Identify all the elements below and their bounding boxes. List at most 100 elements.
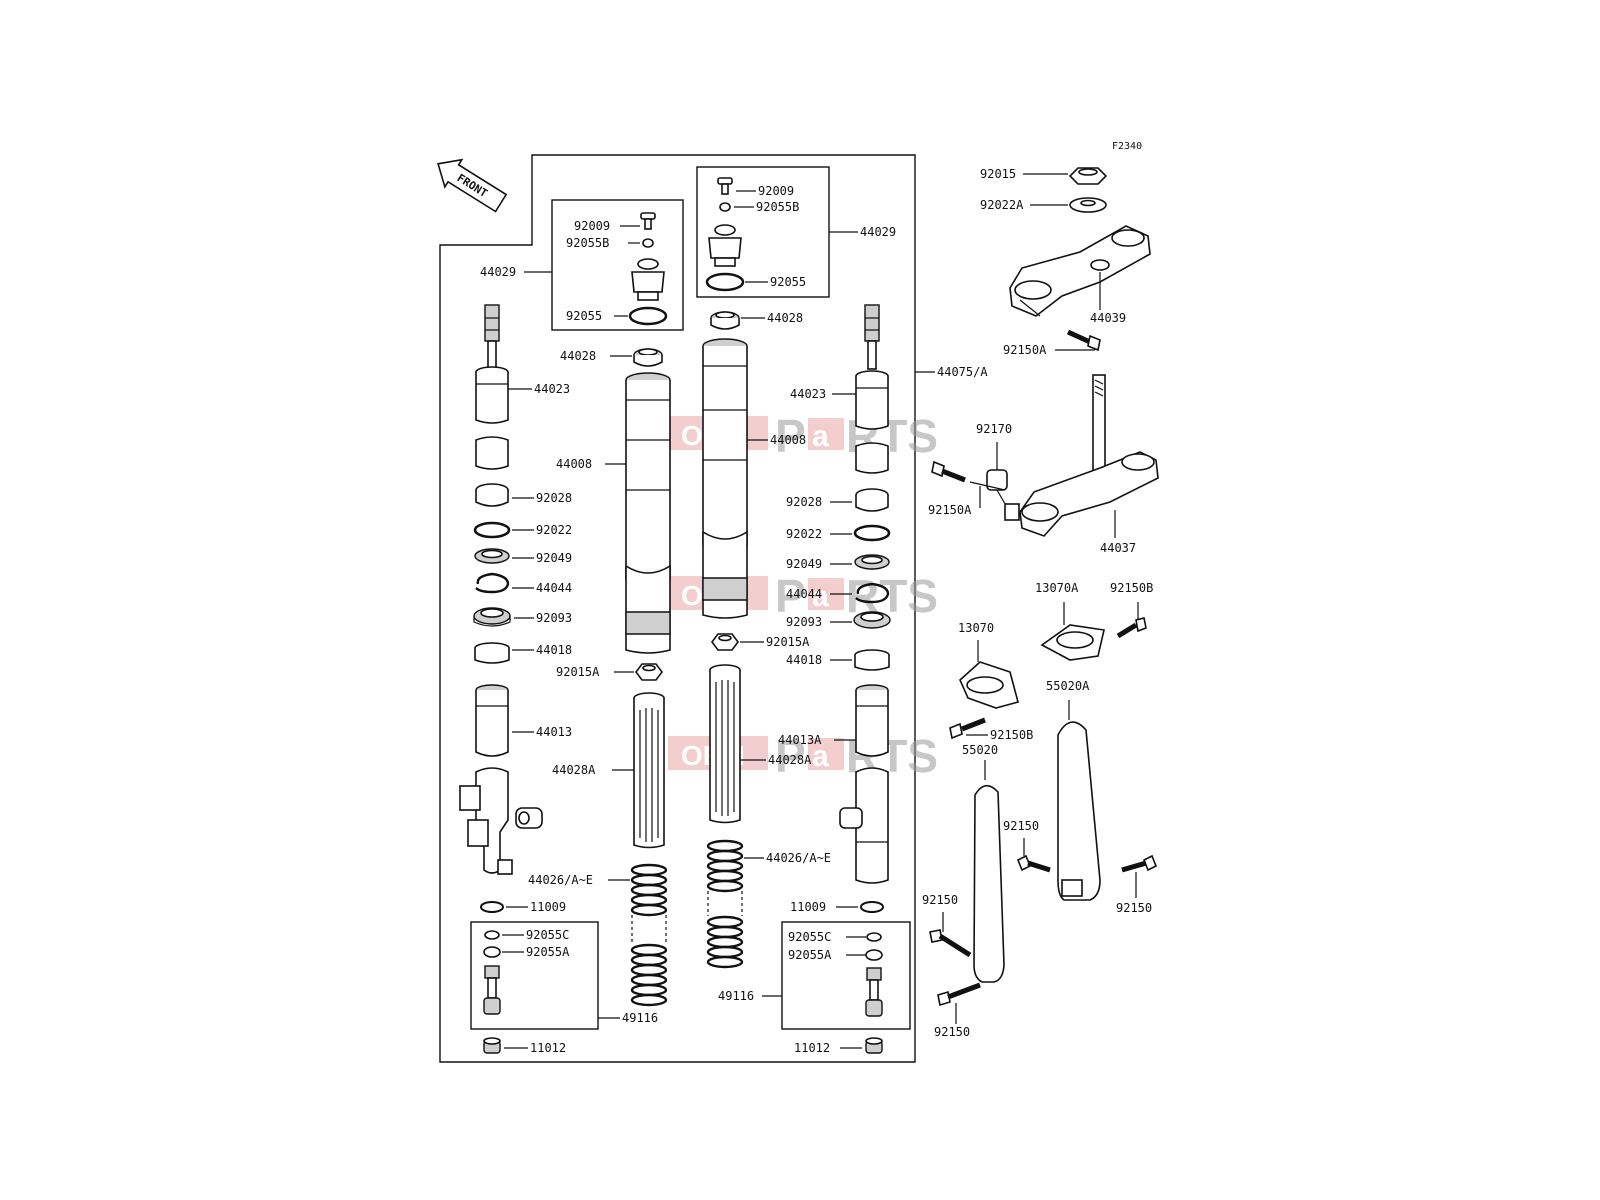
spring-right-part[interactable] (706, 839, 744, 969)
inner-tube-right-part[interactable] (702, 338, 748, 619)
label-44075A: 44075/A (937, 365, 988, 379)
nut-part[interactable] (711, 633, 739, 651)
diagram-code: F2340 (1112, 141, 1142, 152)
o-ring-part[interactable] (484, 930, 500, 940)
valve-part[interactable] (865, 967, 883, 1017)
label-11009-right: 11009 (790, 900, 826, 914)
damper-rod-right-part[interactable] (709, 664, 741, 824)
label-49116-right: 49116 (718, 989, 754, 1003)
label-44029-left: 44029 (480, 265, 516, 279)
bushing-part[interactable] (710, 311, 740, 330)
fork-cap-part[interactable] (708, 224, 742, 267)
bolt-part[interactable] (1016, 854, 1051, 873)
label-11009-left: 11009 (530, 900, 566, 914)
label-55020A: 55020A (1046, 679, 1090, 693)
o-ring-part[interactable] (866, 932, 882, 942)
label-92150B-mid: 92150B (990, 728, 1033, 742)
label-44013A: 44013A (778, 733, 822, 747)
label-44028-left: 44028 (560, 349, 596, 363)
bolt-part[interactable] (931, 460, 966, 483)
guide-bracket-part[interactable] (1040, 624, 1105, 661)
label-13070: 13070 (958, 621, 994, 635)
label-44023-left: 44023 (534, 382, 570, 396)
bolt-part[interactable] (865, 1037, 883, 1054)
spring-left-part[interactable] (630, 863, 668, 1007)
label-92055B-left: 92055B (566, 236, 609, 250)
washer-part[interactable] (480, 901, 504, 913)
fork-guard-part[interactable] (973, 784, 1005, 983)
bolt-part[interactable] (1066, 329, 1101, 352)
outer-tube-top-right-part[interactable] (855, 304, 889, 474)
o-ring-part[interactable] (628, 306, 668, 326)
fork-guard-part[interactable] (1057, 721, 1101, 901)
washer-part[interactable] (473, 521, 511, 539)
outer-tube-right-part[interactable] (839, 684, 889, 884)
cable-clamp-part[interactable] (986, 469, 1020, 521)
outer-tube-section-left (475, 436, 509, 470)
upper-triple-clamp-part[interactable] (1009, 225, 1151, 317)
bushing-part[interactable] (855, 488, 889, 512)
svg-text:a: a (812, 580, 829, 613)
cap-kit-box-left (551, 199, 684, 331)
label-92093-left: 92093 (536, 611, 572, 625)
label-44039: 44039 (1090, 311, 1126, 325)
nut-part[interactable] (635, 663, 663, 681)
dust-seal-part[interactable] (853, 611, 891, 629)
o-ring-part[interactable] (705, 272, 745, 292)
label-92028-left: 92028 (536, 491, 572, 505)
label-44008-right: 44008 (770, 433, 806, 447)
circlip-part[interactable] (855, 582, 890, 604)
lower-triple-clamp-part[interactable] (1019, 374, 1159, 537)
washer-part[interactable] (853, 524, 891, 542)
outer-tube-top-left-part[interactable] (475, 304, 509, 424)
label-92150-4: 92150 (934, 1025, 970, 1039)
seal-part[interactable] (854, 554, 890, 570)
guide-bushing-part[interactable] (474, 642, 510, 664)
bolt-part[interactable] (949, 717, 986, 740)
label-11012-right: 11012 (794, 1041, 830, 1055)
bolt-part[interactable] (1121, 854, 1158, 873)
washer-part[interactable] (860, 901, 884, 913)
screw-part[interactable] (640, 212, 656, 230)
label-92150A-top: 92150A (1003, 343, 1047, 357)
o-ring-part[interactable] (865, 949, 883, 961)
outer-tube-left-part[interactable] (459, 684, 543, 875)
label-11012-left: 11012 (530, 1041, 566, 1055)
o-ring-part[interactable] (483, 946, 501, 958)
label-55020: 55020 (962, 743, 998, 757)
o-ring-part[interactable] (642, 238, 654, 248)
label-92022A: 92022A (980, 198, 1024, 212)
label-92009-left: 92009 (574, 219, 610, 233)
label-44026-right: 44026/A~E (766, 851, 831, 865)
label-92055B-right: 92055B (756, 200, 799, 214)
o-ring-part[interactable] (719, 202, 731, 212)
label-44028A-right: 44028A (768, 753, 812, 767)
label-44008-left: 44008 (556, 457, 592, 471)
bolt-part[interactable] (1116, 617, 1147, 639)
nut-part[interactable] (1068, 167, 1108, 185)
guide-bracket-part[interactable] (959, 661, 1019, 709)
label-92055-left: 92055 (566, 309, 602, 323)
front-arrow-icon: FRONT (437, 158, 508, 213)
bushing-part[interactable] (475, 483, 509, 507)
svg-text:a: a (812, 420, 829, 453)
label-44044-left: 44044 (536, 581, 572, 595)
fork-cap-part[interactable] (631, 258, 665, 301)
inner-tube-left-part[interactable] (625, 372, 671, 654)
svg-text:P: P (775, 570, 806, 622)
label-92150-1: 92150 (1003, 819, 1039, 833)
label-92015A-left: 92015A (556, 665, 600, 679)
screw-part[interactable] (717, 177, 733, 195)
bolt-part[interactable] (937, 982, 981, 1007)
bolt-part[interactable] (483, 1037, 501, 1054)
seal-part[interactable] (474, 548, 510, 564)
circlip-part[interactable] (475, 572, 510, 594)
bushing-part[interactable] (633, 348, 663, 367)
valve-part[interactable] (483, 965, 501, 1015)
bolt-part[interactable] (929, 929, 972, 958)
damper-rod-left-part[interactable] (633, 692, 665, 849)
guide-bushing-part[interactable] (854, 649, 890, 671)
washer-part[interactable] (1069, 197, 1107, 213)
label-92015A-right: 92015A (766, 635, 810, 649)
dust-seal-part[interactable] (473, 607, 511, 627)
